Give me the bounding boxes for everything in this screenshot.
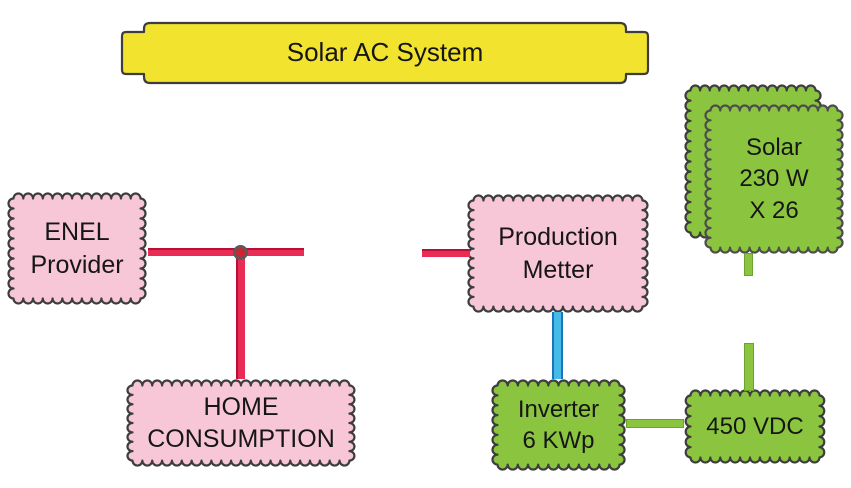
node-solar-label: Solar 230 W X 26 bbox=[739, 134, 809, 224]
node-production-meter: Production Metter bbox=[466, 193, 650, 314]
connector-solar-to-450vdc-upper bbox=[744, 253, 753, 276]
connector-enel-to-junction bbox=[148, 248, 304, 256]
banner-solar-ac-system: Solar AC System bbox=[120, 21, 650, 85]
shape-border-svg bbox=[120, 21, 650, 85]
node-home-consumption: HOME CONSUMPTION bbox=[125, 378, 357, 468]
node-enel-label: ENEL Provider bbox=[30, 218, 124, 279]
shape-border-svg bbox=[704, 104, 844, 254]
connector-junction-to-production-meter bbox=[422, 249, 470, 257]
node-production-label: Production Metter bbox=[498, 223, 618, 284]
node-vdc-label: 450 VDC bbox=[706, 412, 804, 440]
connector-production-meter-to-inverter bbox=[552, 312, 563, 379]
junction-dot bbox=[233, 245, 248, 260]
connector-solar-to-450vdc-lower bbox=[744, 343, 754, 391]
node-home-label: HOME CONSUMPTION bbox=[147, 392, 335, 454]
shape-border-svg bbox=[7, 192, 147, 305]
node-450-vdc: 450 VDC bbox=[683, 388, 827, 465]
node-inverter: Inverter 6 KWp bbox=[490, 378, 627, 472]
connector-junction-to-home-consumption bbox=[236, 252, 245, 379]
node-solar-panels: Solar 230 W X 26 bbox=[703, 103, 845, 255]
node-enel-provider: ENEL Provider bbox=[6, 191, 148, 306]
banner-label: Solar AC System bbox=[286, 37, 484, 68]
node-inverter-label: Inverter 6 KWp bbox=[517, 395, 600, 454]
shape-border-svg bbox=[467, 194, 649, 313]
shape-border-svg bbox=[684, 389, 826, 464]
connector-inverter-to-450vdc bbox=[626, 419, 684, 428]
shape-border-svg bbox=[126, 379, 356, 467]
shape-border-svg bbox=[491, 379, 626, 471]
